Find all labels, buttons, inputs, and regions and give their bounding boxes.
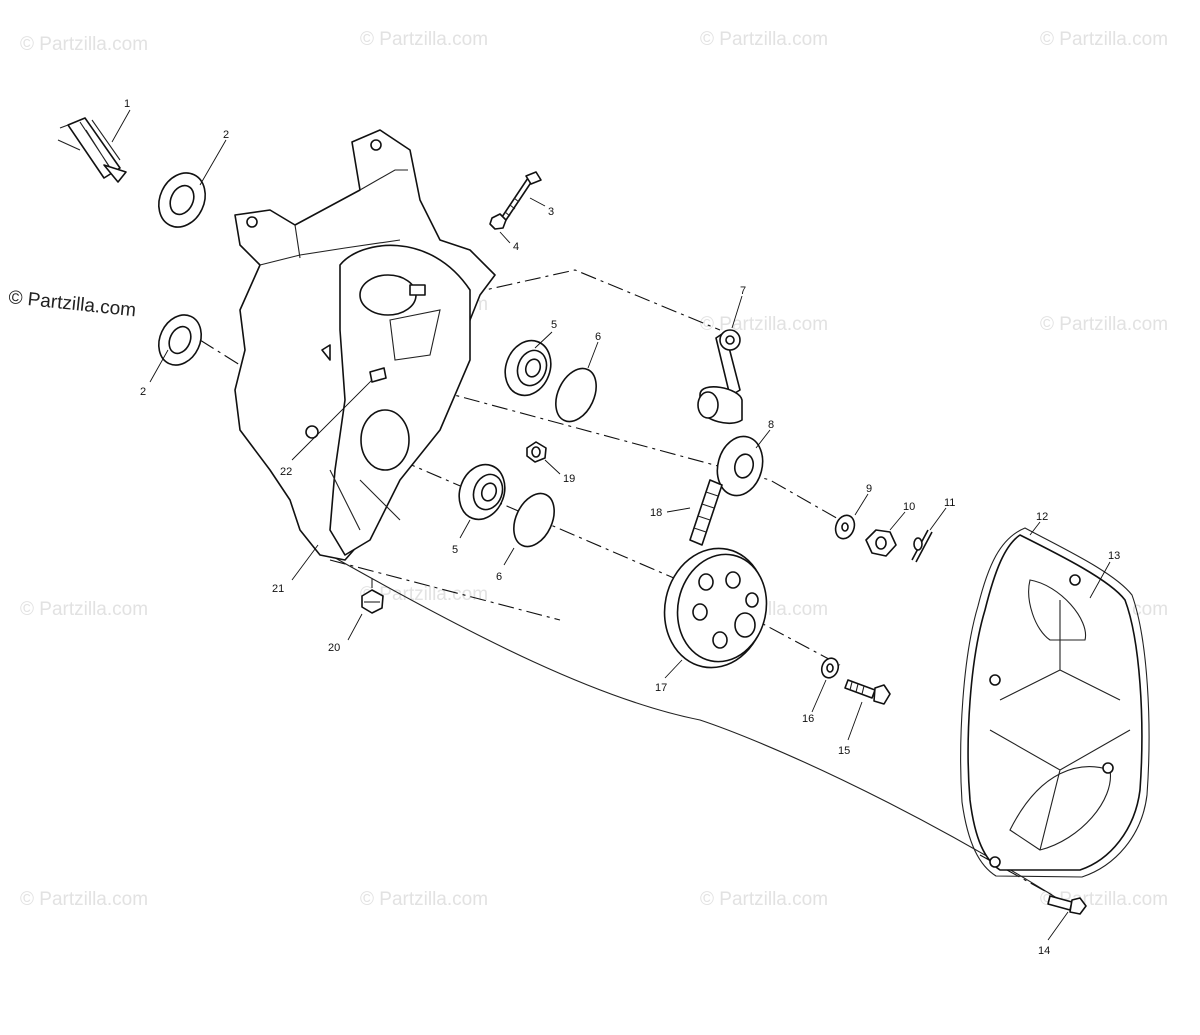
callout-8: 8 <box>768 419 774 431</box>
seal-upper <box>158 172 206 228</box>
callout-5: 5 <box>551 319 557 331</box>
watermark: © Partzilla.com <box>360 889 488 910</box>
watermark: © Partzilla.com <box>700 314 828 335</box>
callout-19: 19 <box>563 473 575 485</box>
chaincase-housing <box>234 129 496 561</box>
tensioner-arm <box>697 329 743 425</box>
bolt-adjuster <box>499 171 542 224</box>
watermark: © Partzilla.com <box>1040 314 1168 335</box>
watermark: © Partzilla.com <box>20 34 148 55</box>
callout-14: 14 <box>1038 945 1050 957</box>
watermark: © Partzilla.com <box>700 889 828 910</box>
callout-1: 1 <box>124 98 130 110</box>
drain-plug <box>361 578 384 614</box>
chaincase-cover <box>960 527 1150 878</box>
sprocket-small <box>716 435 764 497</box>
washer-upper <box>834 514 856 540</box>
callout-12: 12 <box>1036 511 1048 523</box>
callout-4: 4 <box>513 241 519 253</box>
bearing-upper <box>504 339 552 397</box>
callout-3: 3 <box>548 206 554 218</box>
drive-chain <box>689 479 723 546</box>
callout-13: 13 <box>1108 550 1120 562</box>
callout-2: 2 <box>223 129 229 141</box>
watermark: © Partzilla.com <box>1040 29 1168 50</box>
callouts: 1 2 2 3 4 5 5 6 6 7 8 9 10 11 12 13 14 <box>111 98 1120 957</box>
bearing-lower <box>458 463 506 521</box>
nut-housing <box>526 441 547 463</box>
washer-lower <box>820 657 840 679</box>
snap-ring-lower <box>513 492 555 548</box>
sprocket-large <box>663 547 768 669</box>
watermark: © Partzilla.com <box>20 599 148 620</box>
stud <box>369 367 387 383</box>
callout-2: 2 <box>140 386 146 398</box>
callout-20: 20 <box>328 642 340 654</box>
callout-11: 11 <box>944 497 955 509</box>
callout-21: 21 <box>272 583 284 595</box>
snap-ring-upper <box>555 367 597 423</box>
callout-22: 22 <box>280 466 292 478</box>
callout-16: 16 <box>802 713 814 725</box>
nut-small <box>489 213 507 230</box>
watermark-strong: © Partzilla.com <box>7 287 137 321</box>
callout-5: 5 <box>452 544 458 556</box>
bolt-sprocket <box>844 679 891 705</box>
callout-6: 6 <box>595 331 601 343</box>
callout-10: 10 <box>903 501 915 513</box>
castle-nut <box>865 529 897 557</box>
callout-7: 7 <box>740 285 746 297</box>
callout-6: 6 <box>496 571 502 583</box>
callout-9: 9 <box>866 483 872 495</box>
watermark: © Partzilla.com <box>360 29 488 50</box>
watermark: © Partzilla.com <box>20 889 148 910</box>
cotter-pin <box>911 529 933 563</box>
callout-18: 18 <box>650 507 662 519</box>
seal-lower <box>158 314 202 366</box>
assembly-lines <box>199 269 1071 906</box>
callout-15: 15 <box>838 745 850 757</box>
shaft-part <box>57 117 127 183</box>
watermark: © Partzilla.com <box>700 29 828 50</box>
callout-17: 17 <box>655 682 667 694</box>
cover-bolt <box>1047 895 1087 915</box>
